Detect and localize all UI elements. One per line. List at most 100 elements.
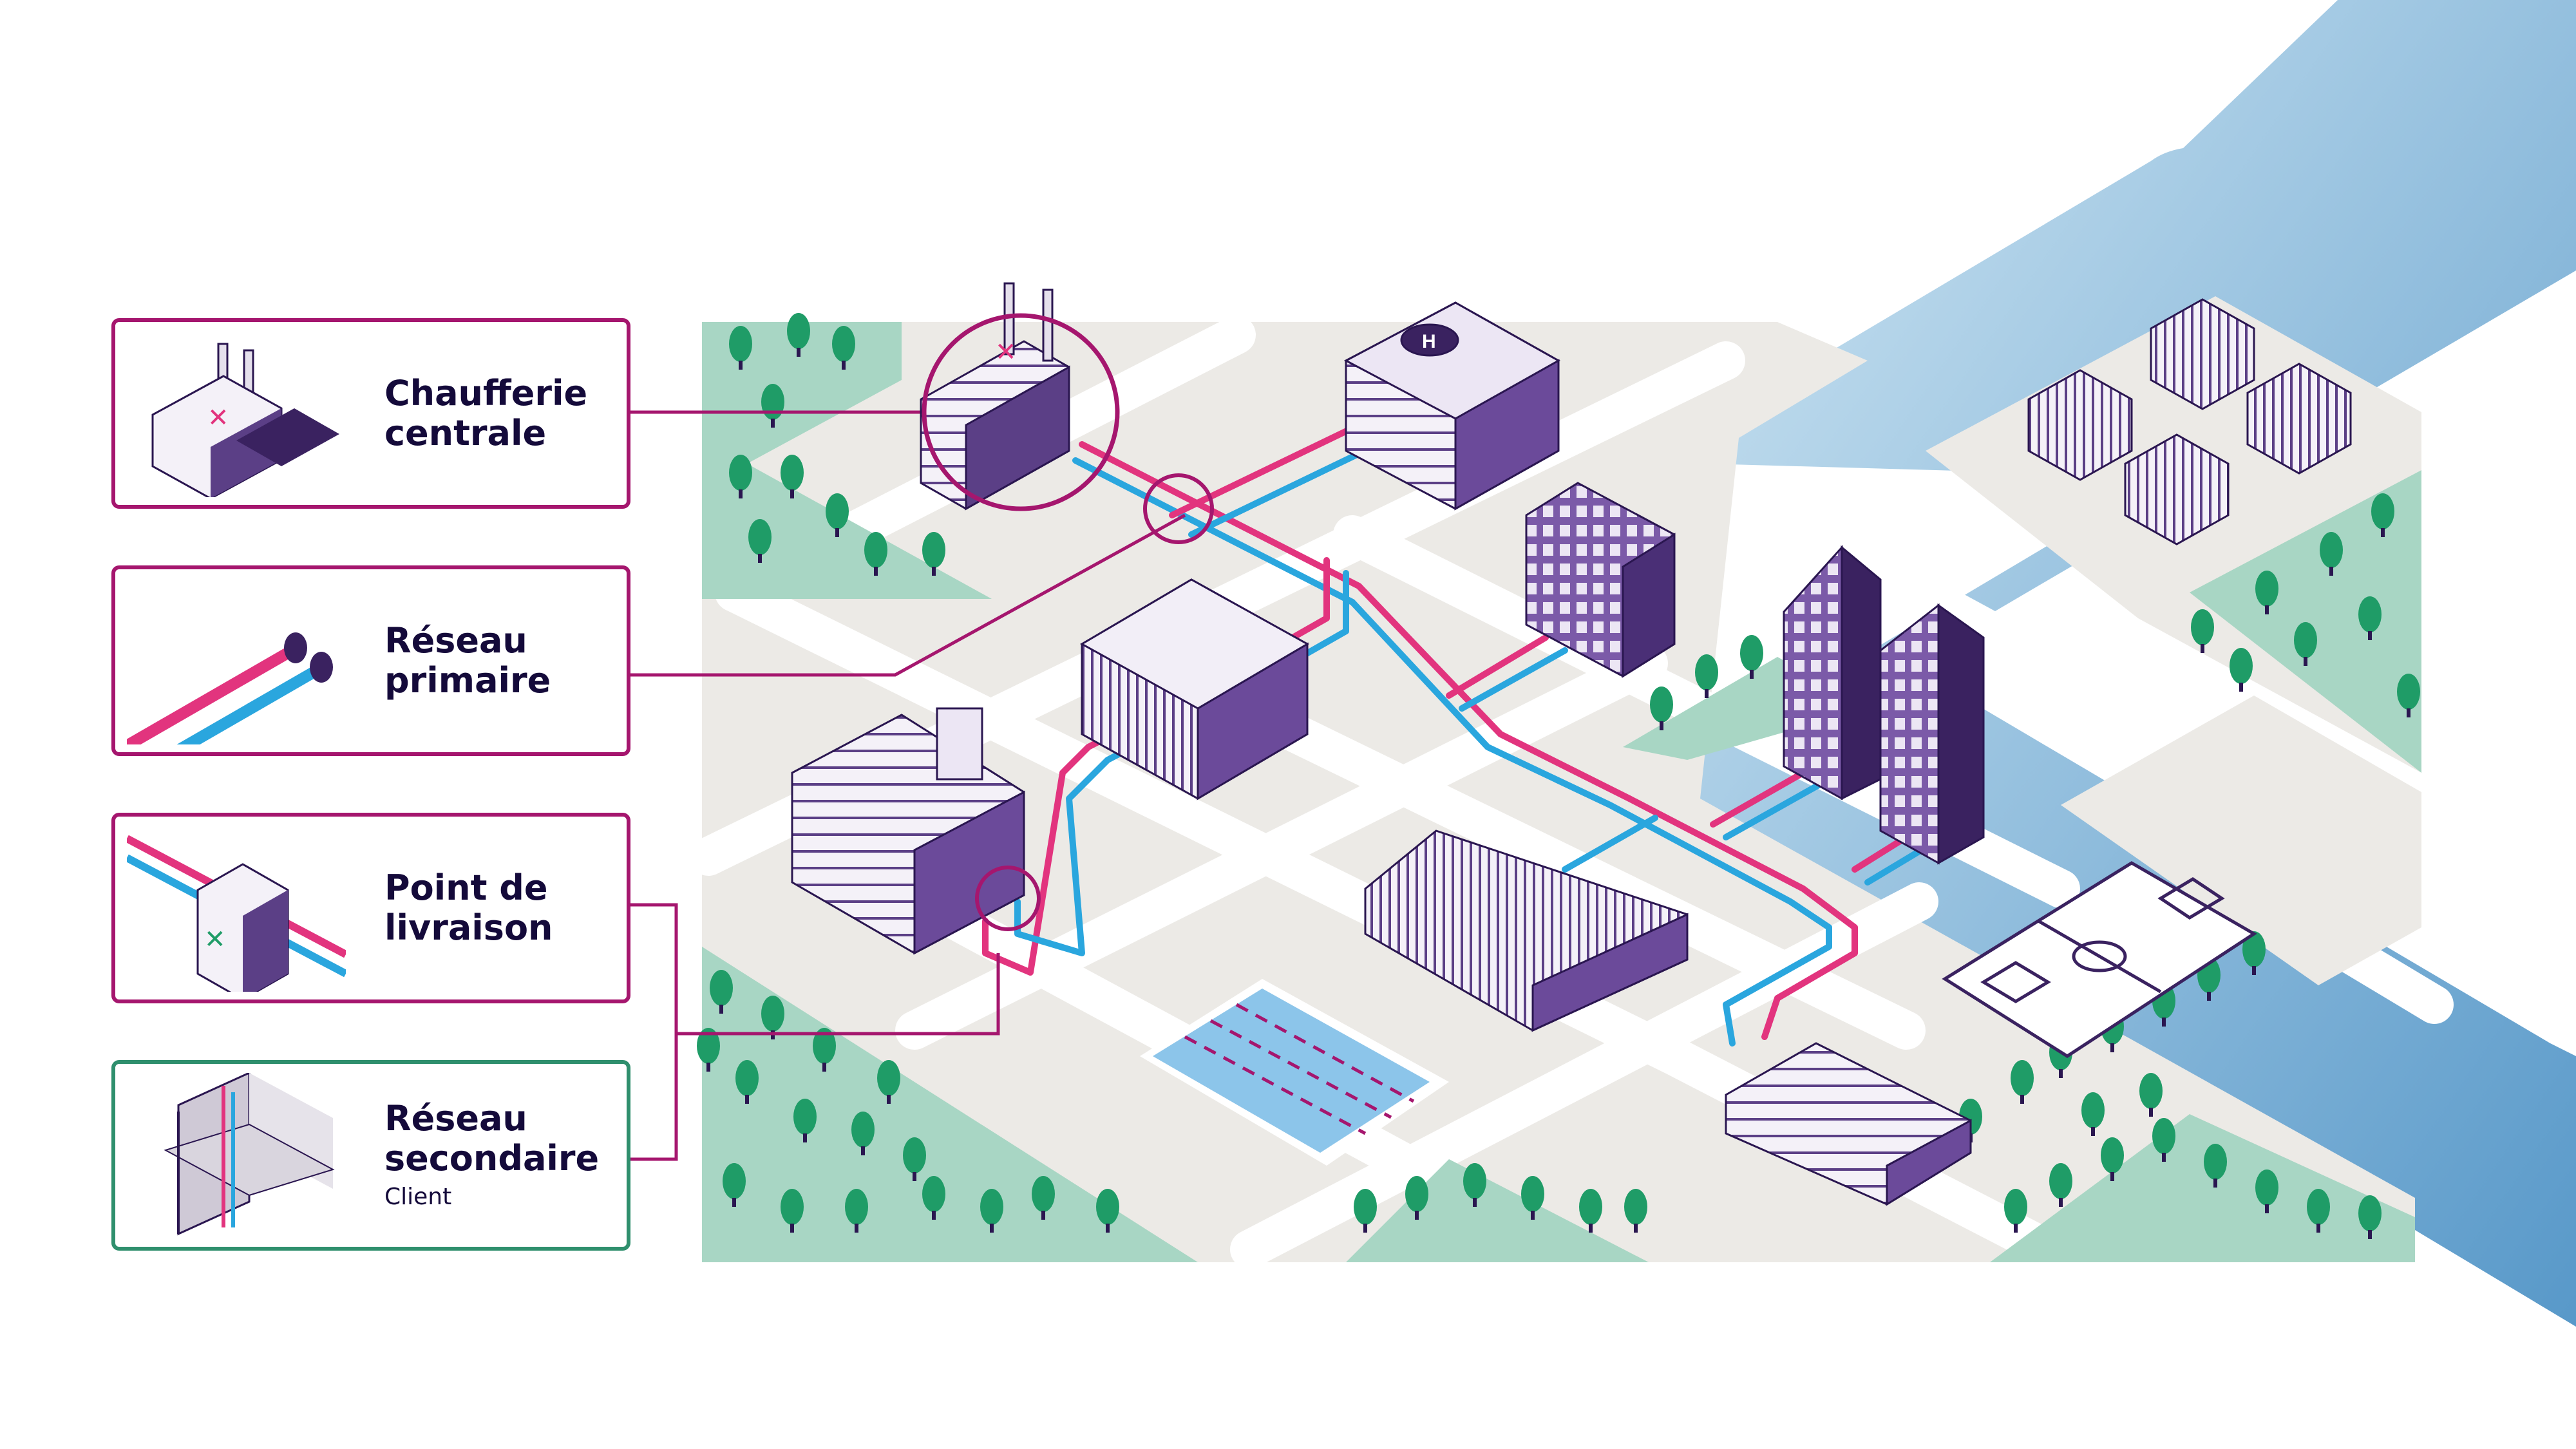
tree <box>1695 654 1718 690</box>
junction-highlight <box>1143 473 1214 544</box>
tree-trunk <box>932 567 936 576</box>
tree-trunk <box>2368 631 2372 640</box>
tree <box>2255 1170 2278 1206</box>
tree-trunk <box>739 489 743 498</box>
tree-trunk <box>2316 1224 2320 1233</box>
legend-subtitle: Client <box>384 1184 452 1210</box>
tree-trunk <box>2304 657 2307 666</box>
tree-trunk <box>732 1198 736 1207</box>
legend-title-line2: livraison <box>384 907 553 948</box>
tree <box>748 519 772 555</box>
tree <box>729 326 752 362</box>
tree-trunk <box>1705 689 1709 698</box>
cold-pipe-tower <box>1459 647 1568 712</box>
tree-trunk <box>706 1063 710 1072</box>
tree <box>826 493 849 529</box>
legend-title-line2: secondaire <box>384 1138 600 1179</box>
primary-network <box>982 422 1935 1046</box>
tree-trunk <box>2381 528 2385 537</box>
hot-pipe-tower <box>1446 634 1549 699</box>
parks <box>702 322 2421 1262</box>
river <box>1674 0 2576 1327</box>
skyscraper-2 <box>1879 603 1985 865</box>
factory-icon: ✕ <box>151 343 339 497</box>
tree <box>761 384 784 420</box>
tree <box>813 1028 836 1064</box>
cold-pipe-west <box>1014 570 1349 956</box>
tree-trunk <box>861 1146 865 1155</box>
tree <box>1740 635 1763 671</box>
tree <box>2242 931 2266 967</box>
svg-text:✕: ✕ <box>207 403 229 433</box>
cold-pipe-hall <box>1562 815 1658 873</box>
tree-trunk <box>2162 1018 2166 1027</box>
tree-trunk <box>2207 992 2211 1001</box>
swimming-pool <box>1140 979 1449 1166</box>
tree <box>723 1163 746 1199</box>
tree-trunk <box>842 361 846 370</box>
tree-trunk <box>874 567 878 576</box>
tree <box>1521 1176 1544 1212</box>
tree <box>761 996 784 1032</box>
tree-trunk <box>2059 1198 2063 1207</box>
cold-pipe-main <box>1072 457 1832 1046</box>
legend-card-livraison: ✕ Point de livraison <box>111 813 630 1003</box>
tree-trunk <box>822 1063 826 1072</box>
legend-title-line1: Réseau <box>384 620 527 661</box>
legend-title-line1: Point de <box>384 867 548 908</box>
tree <box>2307 1189 2330 1225</box>
tree-trunk <box>2091 1127 2095 1136</box>
legend-title-line2: centrale <box>384 413 547 453</box>
tree-trunk <box>803 1133 807 1142</box>
tree <box>1463 1163 1486 1199</box>
tree-trunk <box>758 554 762 563</box>
tree-trunk <box>2014 1224 2018 1233</box>
tree-trunk <box>2110 1043 2114 1052</box>
tree-trunk <box>1363 1224 1367 1233</box>
pipes-icon <box>127 632 333 744</box>
boiler-plant-highlight <box>922 313 1120 511</box>
tree <box>2152 1118 2175 1154</box>
tree <box>864 532 887 568</box>
tree-trunk <box>2329 567 2333 576</box>
tree <box>2358 596 2382 632</box>
tree-trunk <box>2149 1108 2153 1117</box>
tree <box>2191 609 2214 645</box>
tree <box>2320 532 2343 568</box>
tree <box>729 455 752 491</box>
tree <box>2101 1137 2124 1173</box>
tree-trunk <box>745 1095 749 1104</box>
residential-tower <box>1525 482 1676 678</box>
tree <box>1624 1189 1647 1225</box>
tree-trunk <box>855 1224 858 1233</box>
tree <box>1405 1176 1428 1212</box>
office-block <box>1079 578 1310 800</box>
tree-trunk <box>771 419 775 428</box>
wall-pipes-icon <box>164 1073 335 1236</box>
tree-trunk <box>1660 721 1663 730</box>
legend-card-secondaire: Réseau secondaire Client <box>111 1060 630 1251</box>
hot-pipe-west <box>982 557 1330 976</box>
tree-trunk <box>790 1224 794 1233</box>
tree-trunk <box>1106 1224 1110 1233</box>
tree <box>832 326 855 362</box>
tree <box>793 1099 817 1135</box>
substation-icon: ✕ <box>127 835 346 992</box>
tree <box>2011 1060 2034 1096</box>
tree-trunk <box>2407 708 2410 717</box>
tree <box>1354 1189 1377 1225</box>
tree <box>2139 1073 2163 1109</box>
tree <box>781 1189 804 1225</box>
tree <box>922 1176 945 1212</box>
tree <box>922 532 945 568</box>
factory-west <box>791 707 1025 955</box>
tree-trunk <box>1473 1198 1477 1207</box>
legend-card-chaufferie: ✕ Chaufferie centrale <box>111 318 630 509</box>
legend-title-line1: Réseau <box>384 1098 527 1139</box>
legend-card-primaire: Réseau primaire <box>111 565 630 756</box>
heliport-mark: H <box>1422 331 1436 352</box>
tree <box>2294 622 2317 658</box>
svg-text:✕: ✕ <box>204 925 226 954</box>
tree-trunk <box>2213 1179 2217 1188</box>
